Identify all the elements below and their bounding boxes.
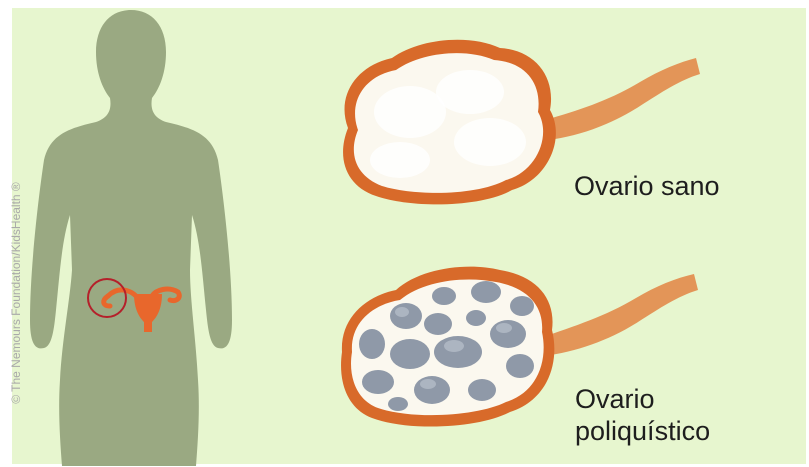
polycystic-ovary-label-line2: poliquístico	[575, 415, 710, 447]
woman-silhouette	[30, 10, 232, 466]
copyright-credit: © The Nemours Foundation/KidsHealth ®	[9, 143, 23, 443]
polycystic-ovary-label: Ovario poliquístico	[575, 383, 710, 447]
healthy-ovary-illustration	[343, 40, 556, 205]
polycystic-ovary-label-line1: Ovario	[575, 383, 710, 415]
polycystic-ovary-illustration	[341, 267, 554, 427]
healthy-ovary-label: Ovario sano	[574, 170, 720, 202]
healthy-ovary-ligament	[545, 58, 700, 140]
polycystic-ovary-ligament	[540, 274, 698, 356]
